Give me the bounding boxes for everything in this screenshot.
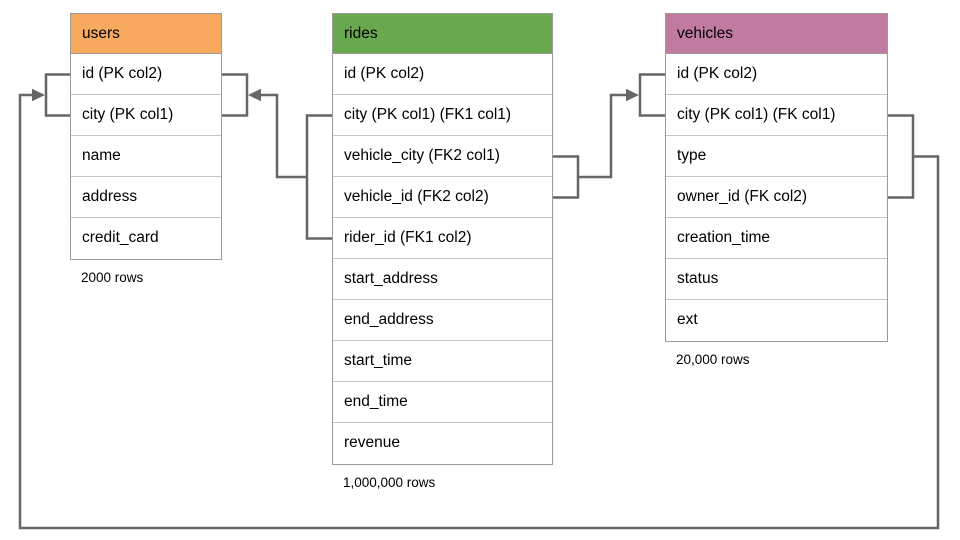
table-users: users id (PK col2) city (PK col1) name a… xyxy=(70,13,222,285)
rides-col-vehicle-city: vehicle_city (FK2 col1) xyxy=(333,136,552,177)
table-rides: rides id (PK col2) city (PK col1) (FK1 c… xyxy=(332,13,553,490)
vehicles-row-count-label: 20,000 rows xyxy=(676,352,750,367)
users-col-credit-card: credit_card xyxy=(82,229,159,246)
rides-col-city: city (PK col1) (FK1 col1) xyxy=(333,95,552,136)
rides-col-id: id (PK col2) xyxy=(333,54,552,95)
vehicles-col-status: status xyxy=(666,259,887,300)
fk2-vehicles-left-bracket xyxy=(638,73,665,117)
vehicles-col-id: id (PK col2) xyxy=(666,54,887,95)
users-row-count-label: 2000 rows xyxy=(81,270,144,285)
table-vehicles: vehicles id (PK col2) city (PK col1) (FK… xyxy=(665,13,888,367)
rides-col-start-address: start_address xyxy=(333,259,552,300)
rides-col-rider-id: rider_id (FK1 col2) xyxy=(333,218,552,259)
rides-col-start-time: start_time xyxy=(333,341,552,382)
users-col-id: id (PK col2) xyxy=(71,54,221,95)
rides-col-vehicle-id: vehicle_id (FK2 col2) xyxy=(333,177,552,218)
fk-arrowhead-icon xyxy=(32,88,45,102)
table-vehicles-box: vehicles id (PK col2) city (PK col1) (FK… xyxy=(665,13,888,342)
table-rides-box: rides id (PK col2) city (PK col1) (FK1 c… xyxy=(332,13,553,465)
fk1-arrowhead-icon xyxy=(248,88,261,102)
users-col-name: name xyxy=(71,136,221,177)
fk2-rides-right-bracket xyxy=(553,155,580,199)
rides-col-end-time: end_time xyxy=(333,382,552,423)
rides-row-count-label: 1,000,000 rows xyxy=(343,475,436,490)
fk1-rides-left-bracket xyxy=(305,114,332,240)
table-rides-header: rides xyxy=(333,14,552,54)
fk-vehicles-right-bracket xyxy=(888,114,915,199)
users-col-city: city (PK col1) xyxy=(71,95,221,136)
table-users-box: users id (PK col2) city (PK col1) name a… xyxy=(70,13,222,260)
vehicles-col-type: type xyxy=(666,136,887,177)
relationship-fk1-rides-users xyxy=(222,73,332,240)
fk1-link-line xyxy=(260,93,307,179)
vehicles-col-city: city (PK col1) (FK col1) xyxy=(666,95,887,136)
vehicles-col-owner-id: owner_id (FK col2) xyxy=(666,177,887,218)
users-col-address: address xyxy=(71,177,221,218)
table-vehicles-header: vehicles xyxy=(666,14,887,54)
vehicles-col-ext: ext xyxy=(677,311,698,328)
fk1-users-right-bracket xyxy=(222,73,249,117)
fk-users-left-bracket xyxy=(44,73,70,117)
table-users-header: users xyxy=(71,14,221,54)
fk2-link-line xyxy=(578,93,628,179)
relationship-fk2-rides-vehicles xyxy=(553,73,665,199)
rides-col-revenue: revenue xyxy=(344,434,401,451)
vehicles-col-creation-time: creation_time xyxy=(666,218,887,259)
fk2-arrowhead-icon xyxy=(626,88,639,102)
rides-col-end-address: end_address xyxy=(333,300,552,341)
